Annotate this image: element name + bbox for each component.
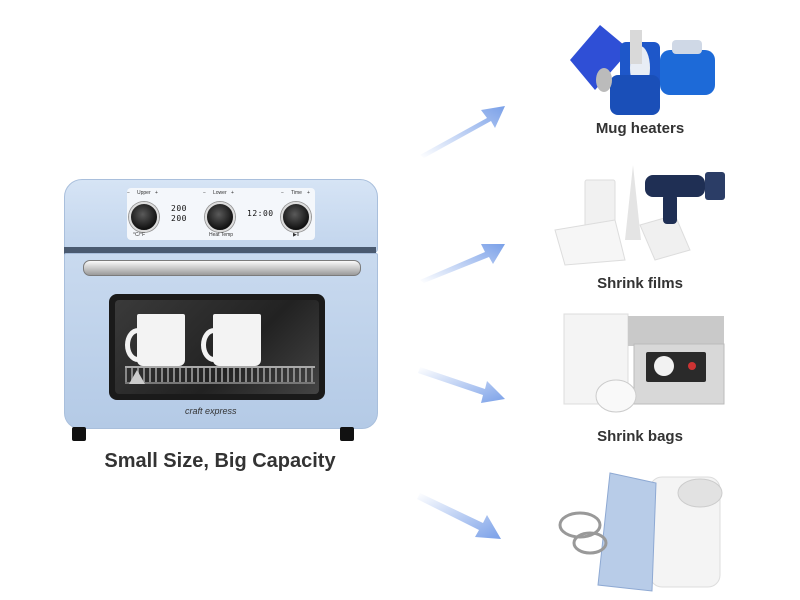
control-panel: − Upper + − Lower + − Time + 200 200 12:…: [127, 188, 315, 240]
mug-left-handle: [125, 328, 151, 362]
oven-foot-left: [72, 427, 86, 441]
unit-toggle-label: °C/°F: [133, 232, 146, 238]
mug-right-handle: [201, 328, 227, 362]
air-fryer-oven-image: − Upper + − Lower + − Time + 200 200 12:…: [60, 175, 380, 445]
time-plus: +: [307, 190, 310, 196]
product-label-shrink-films: Shrink films: [597, 275, 683, 292]
lower-temp-display: 200: [171, 214, 187, 223]
heat-temp-label: Heat Temp: [209, 232, 234, 238]
lower-label: Lower: [213, 190, 227, 196]
oven-foot-right: [340, 427, 354, 441]
upper-minus: −: [127, 190, 130, 196]
door-handle: [83, 260, 361, 276]
arrow-icon: [420, 106, 505, 158]
time-knob[interactable]: [281, 202, 311, 232]
upper-label: Upper: [137, 190, 151, 196]
arrow-icon: [420, 244, 505, 283]
time-label: Time: [291, 190, 302, 196]
oven-caption: Small Size, Big Capacity: [104, 450, 336, 472]
oven-divider: [64, 247, 376, 255]
oven-rack: [125, 366, 315, 384]
lower-knob[interactable]: [205, 202, 235, 232]
product-label-shrink-bags: Shrink bags: [597, 428, 683, 445]
oven-door: craft express: [64, 253, 378, 429]
mug-heater-press-icon: [570, 25, 715, 115]
product-label-mug-heaters: Mug heaters: [595, 120, 685, 137]
oven-interior: [115, 300, 319, 394]
upper-knob[interactable]: [129, 202, 159, 232]
oven-top-housing: − Upper + − Lower + − Time + 200 200 12:…: [64, 179, 378, 253]
time-minus: −: [281, 190, 284, 196]
time-display: 12:00: [247, 209, 274, 218]
lower-plus: +: [231, 190, 234, 196]
binder-clip-paper-roll-icon: [558, 472, 723, 592]
brand-logo: craft express: [185, 406, 237, 416]
oven-window: [109, 294, 325, 400]
lower-minus: −: [203, 190, 206, 196]
upper-temp-display: 200: [171, 204, 187, 213]
warning-triangle-icon: [129, 370, 145, 384]
arrow-icon: [417, 493, 501, 539]
vacuum-sealer-shrink-bag-icon: [563, 313, 725, 413]
play-pause-label: ▶‖: [293, 232, 299, 238]
heat-gun-shrink-film-icon: [554, 165, 725, 266]
arrow-icon: [418, 367, 505, 403]
upper-plus: +: [155, 190, 158, 196]
